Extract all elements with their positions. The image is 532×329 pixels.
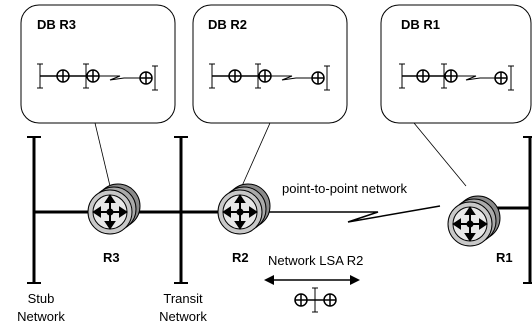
router-r1 [447,195,501,247]
point-to-point-label: point-to-point network [282,181,408,196]
database-box-r1: DB R1 [380,4,532,124]
router-label-r1: R1 [496,250,513,265]
network-lsa-arrow [264,275,360,285]
lsdb-graph-r2 [209,63,330,91]
database-title-r3: DB R3 [37,17,76,32]
db-r1-pointer [413,122,467,187]
lsdb-graph-r1 [399,63,514,91]
stub-network-segment [27,136,41,284]
lsdb-graph-r3 [37,63,158,91]
db-r3-pointer [94,122,111,187]
router-label-r3: R3 [103,250,120,265]
point-to-point-link [258,205,441,223]
transit-network-label-line2: Network [159,309,207,324]
right-network-segment [523,136,532,284]
stub-network-label-line1: Stub [28,291,55,306]
router-r2 [217,183,271,235]
transit-network-segment [174,136,188,284]
router-r3 [87,183,141,235]
network-lsa-label: Network LSA R2 [268,253,363,268]
database-title-r1: DB R1 [401,17,440,32]
network-lsa-graph [294,287,337,313]
db-r2-pointer [241,122,271,187]
database-title-r2: DB R2 [208,17,247,32]
transit-network-label-line1: Transit [163,291,203,306]
stub-network-label-line2: Network [17,309,65,324]
database-box-r3: DB R3 [20,4,176,124]
database-box-r2: DB R2 [192,4,348,124]
router-label-r2: R2 [232,250,249,265]
